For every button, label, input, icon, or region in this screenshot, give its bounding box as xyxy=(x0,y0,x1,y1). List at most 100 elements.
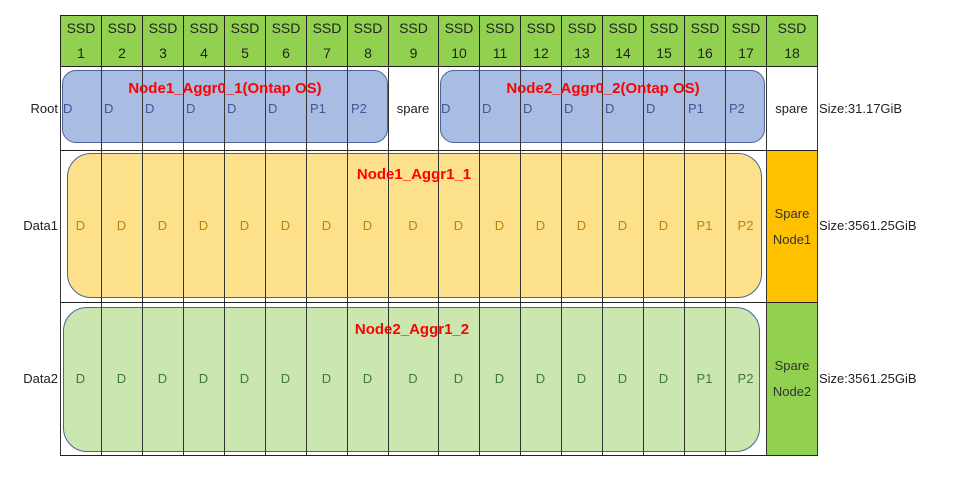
disk-cell: D xyxy=(535,218,546,233)
spare-label: Spare xyxy=(774,206,810,221)
disk-cell: D xyxy=(268,100,278,116)
column-header-ssd-5: SSD 5 xyxy=(224,15,266,67)
disk-cell: P2 xyxy=(737,370,754,386)
header-line1: SSD xyxy=(485,20,515,36)
column-header-ssd-18: SSD 18 xyxy=(766,15,818,67)
aggregate-box-node1-aggr0 xyxy=(62,70,388,143)
disk-cell: D xyxy=(198,218,209,233)
grid-line xyxy=(306,67,307,456)
grid-line xyxy=(561,67,562,456)
grid-line xyxy=(60,455,818,456)
row-label: Root xyxy=(30,100,58,116)
header-line2: 18 xyxy=(784,45,800,61)
grid-line xyxy=(438,67,439,456)
disk-cell: D xyxy=(116,218,127,233)
header-line2: 5 xyxy=(241,45,249,61)
header-line1: SSD xyxy=(567,20,597,36)
grid-line xyxy=(60,150,818,151)
spare-label: Node1 xyxy=(772,232,812,247)
disk-cell: D xyxy=(605,100,615,116)
header-line1: SSD xyxy=(777,20,807,36)
header-line2: 6 xyxy=(282,45,290,61)
header-line2: 8 xyxy=(364,45,372,61)
header-line1: SSD xyxy=(731,20,761,36)
header-line1: SSD xyxy=(312,20,342,36)
size-label: Size:3561.25GiB xyxy=(819,370,917,386)
header-line2: 12 xyxy=(533,45,549,61)
grid-line xyxy=(265,67,266,456)
grid-line xyxy=(479,67,480,456)
column-header-ssd-6: SSD 6 xyxy=(265,15,307,67)
aggregate-box-node1-aggr1 xyxy=(67,153,762,298)
disk-cell: D xyxy=(157,370,168,386)
disk-cell: D xyxy=(321,370,332,386)
header-line2: 3 xyxy=(159,45,167,61)
header-line1: SSD xyxy=(608,20,638,36)
disk-cell: D xyxy=(227,100,237,116)
header-line1: SSD xyxy=(230,20,260,36)
header-line1: SSD xyxy=(649,20,679,36)
column-header-ssd-16: SSD 16 xyxy=(684,15,726,67)
grid-line xyxy=(520,67,521,456)
disk-cell: D xyxy=(658,370,669,386)
disk-cell: D xyxy=(198,370,209,386)
disk-cell: P1 xyxy=(688,100,704,116)
disk-cell: P1 xyxy=(696,218,713,233)
header-line2: 10 xyxy=(451,45,467,61)
disk-cell: P2 xyxy=(351,100,367,116)
header-line2: 13 xyxy=(574,45,590,61)
header-line2: 9 xyxy=(409,45,418,61)
grid-line xyxy=(643,67,644,456)
disk-cell: D xyxy=(75,218,86,233)
aggregate-title: Node1_Aggr1_1 xyxy=(356,166,472,183)
header-line1: SSD xyxy=(189,20,219,36)
disk-cell: D xyxy=(523,100,533,116)
disk-cell: D xyxy=(362,370,373,386)
grid-line xyxy=(602,67,603,456)
row-label: Data2 xyxy=(23,370,58,386)
aggregate-title: Node2_Aggr1_2 xyxy=(354,321,470,338)
disk-cell: D xyxy=(239,370,250,386)
disk-cell: D xyxy=(617,218,628,233)
disk-cell: D xyxy=(75,370,86,386)
disk-cell: D xyxy=(362,218,373,233)
header-line2: 11 xyxy=(492,45,508,61)
header-line1: SSD xyxy=(690,20,720,36)
disk-cell: D xyxy=(494,370,505,386)
disk-cell: D xyxy=(576,218,587,233)
disk-cell: D xyxy=(408,370,418,386)
disk-cell: D xyxy=(617,370,628,386)
grid-line xyxy=(142,67,143,456)
grid-line xyxy=(684,67,685,456)
disk-cell: D xyxy=(280,218,291,233)
disk-cell: D xyxy=(535,370,546,386)
disk-cell: D xyxy=(453,370,464,386)
header-line2: 16 xyxy=(697,45,713,61)
grid-line xyxy=(101,67,102,456)
disk-cell: D xyxy=(646,100,656,116)
grid-line xyxy=(817,67,818,456)
grid-line xyxy=(224,67,225,456)
column-header-ssd-10: SSD 10 xyxy=(438,15,480,67)
spare-disk-cell: spare xyxy=(775,100,808,116)
grid-line xyxy=(388,67,389,456)
spare-disk-cell: spare xyxy=(396,100,430,116)
disk-cell: D xyxy=(63,100,73,116)
disk-cell: D xyxy=(408,218,418,233)
grid-line xyxy=(60,67,61,456)
grid-line xyxy=(347,67,348,456)
header-line1: SSD xyxy=(444,20,474,36)
header-line1: SSD xyxy=(271,20,301,36)
grid-line xyxy=(60,302,818,303)
disk-cell: D xyxy=(564,100,574,116)
header-line2: 1 xyxy=(77,45,85,61)
disk-cell: D xyxy=(157,218,168,233)
